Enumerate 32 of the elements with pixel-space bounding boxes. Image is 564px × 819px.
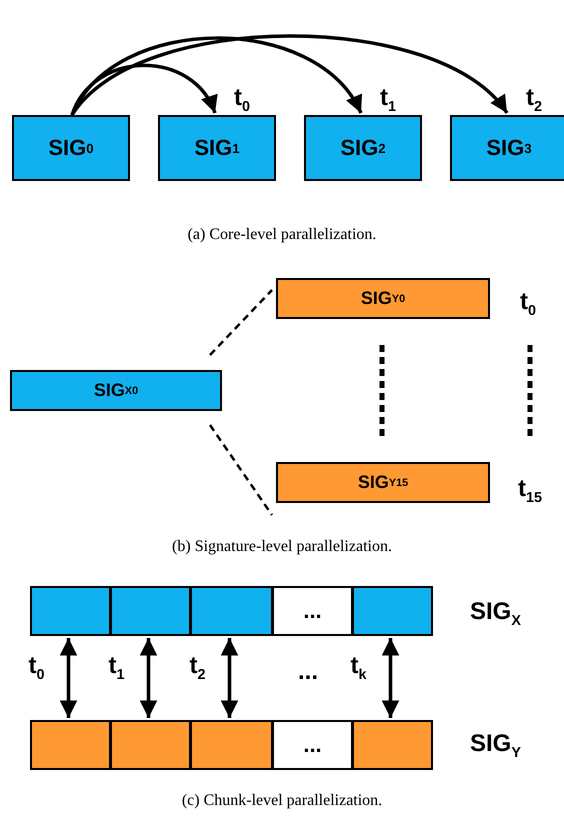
ellipsis-label: ... xyxy=(298,658,318,686)
signature-label: SIG$_{X}$ xyxy=(470,598,521,629)
chunk-cell xyxy=(352,720,433,770)
caption: (b) Signature-level parallelization. xyxy=(172,538,392,556)
time-label: t$_{0}$ xyxy=(520,288,536,319)
arrow xyxy=(220,638,238,718)
signature-label: SIG$_{Y}$ xyxy=(470,730,521,761)
caption: (a) Core-level parallelization. xyxy=(188,226,376,244)
edge-label: t$_{0}$ xyxy=(28,652,45,683)
chunk-cell xyxy=(110,720,191,770)
arrow xyxy=(70,34,508,116)
chunk-cell xyxy=(110,586,191,636)
chunk-cell xyxy=(30,720,111,770)
arrow xyxy=(140,638,158,718)
arrow xyxy=(70,36,362,116)
chunk-cell: ... xyxy=(272,586,353,636)
edge-label: t$_{0}$ xyxy=(234,84,250,115)
edge-label: t$_{k}$ xyxy=(350,652,367,683)
chunk-cell: ... xyxy=(272,720,353,770)
arrow xyxy=(382,638,400,718)
caption: (c) Chunk-level parallelization. xyxy=(182,792,382,810)
arrow xyxy=(70,64,217,116)
chunk-cell xyxy=(30,586,111,636)
edge-label: t$_{1}$ xyxy=(380,84,396,115)
chunk-cell xyxy=(190,586,273,636)
edge-label: t$_{2}$ xyxy=(190,652,206,683)
chunk-cell xyxy=(352,586,433,636)
arrow xyxy=(60,638,78,718)
edge-label: t$_{1}$ xyxy=(108,652,125,683)
chunk-cell xyxy=(190,720,273,770)
edge-label: t$_{2}$ xyxy=(526,84,542,115)
time-label: t$_{15}$ xyxy=(518,475,542,506)
